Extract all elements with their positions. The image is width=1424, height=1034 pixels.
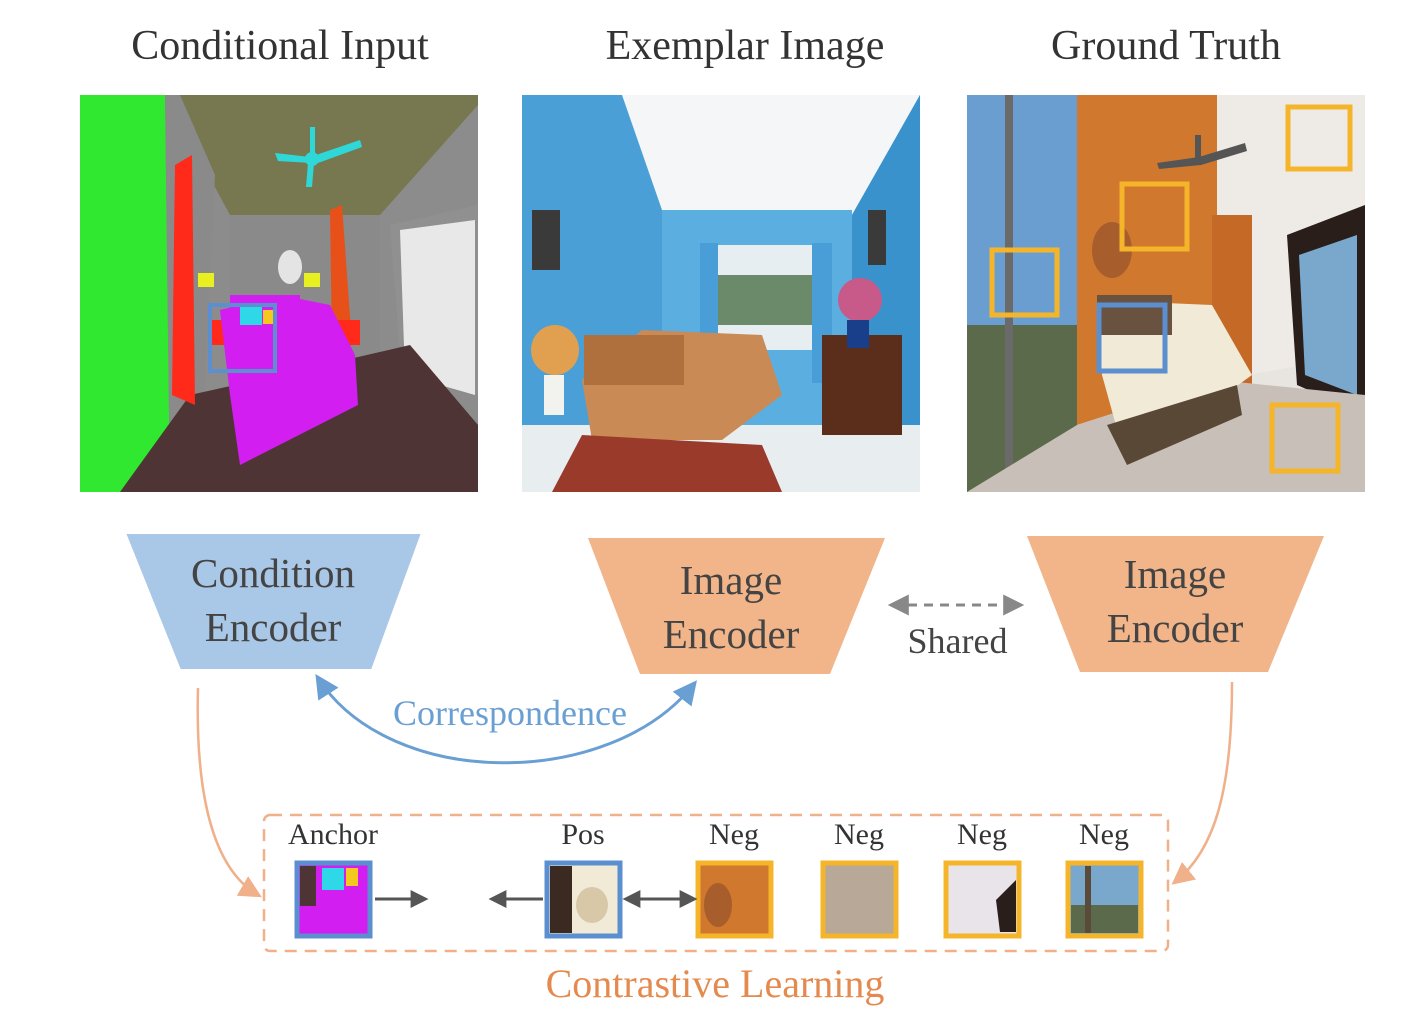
image-encoder-gt-label: Image Encoder	[1075, 547, 1275, 655]
image-encoder-exemplar-label: Image Encoder	[631, 553, 831, 661]
neg-patch-4	[1065, 860, 1144, 939]
title-conditional-input: Conditional Input	[131, 23, 429, 69]
neg-label-4: Neg	[1079, 818, 1129, 851]
pos-label: Pos	[561, 818, 605, 851]
ground-truth-image	[967, 95, 1365, 492]
gt-to-negatives-arrow	[1171, 681, 1234, 885]
condition-to-anchor-arrow	[196, 687, 262, 898]
neg-label-3: Neg	[957, 818, 1007, 851]
neg-patch-1	[695, 860, 774, 939]
pos-patch	[544, 860, 623, 939]
condition-encoder-line1: Condition	[190, 550, 356, 596]
image-encoder-gt-shape	[1027, 536, 1324, 672]
shared-label: Shared	[907, 621, 1008, 661]
image-encoder-exemplar-shape	[588, 538, 885, 674]
neg-patch-2	[820, 860, 899, 939]
contrastive-learning-box	[262, 813, 1170, 953]
image-encoder-gt-line2: Encoder	[1106, 605, 1244, 651]
title-exemplar-image: Exemplar Image	[605, 23, 885, 69]
neg-label-1: Neg	[709, 818, 759, 851]
image-encoder-exemplar-line2: Encoder	[662, 611, 800, 657]
neg-patch-3	[943, 860, 1022, 939]
contrastive-learning-title: Contrastive Learning	[545, 961, 885, 1006]
condition-encoder-label: Condition Encoder	[173, 546, 373, 654]
condition-encoder-shape	[123, 532, 424, 671]
conditional-input-image	[80, 95, 478, 492]
anchor-patch	[294, 860, 373, 939]
anchor-label: Anchor	[288, 818, 378, 851]
title-ground-truth: Ground Truth	[1051, 23, 1281, 69]
exemplar-image	[522, 95, 920, 492]
correspondence-label: Correspondence	[393, 693, 627, 733]
ceiling-fan-icon	[275, 127, 362, 187]
neg-label-2: Neg	[834, 818, 884, 851]
condition-encoder-line2: Encoder	[204, 604, 342, 650]
image-encoder-exemplar-line1: Image	[679, 557, 783, 603]
image-encoder-gt-line1: Image	[1123, 551, 1227, 597]
correspondence-arrow	[315, 673, 697, 765]
